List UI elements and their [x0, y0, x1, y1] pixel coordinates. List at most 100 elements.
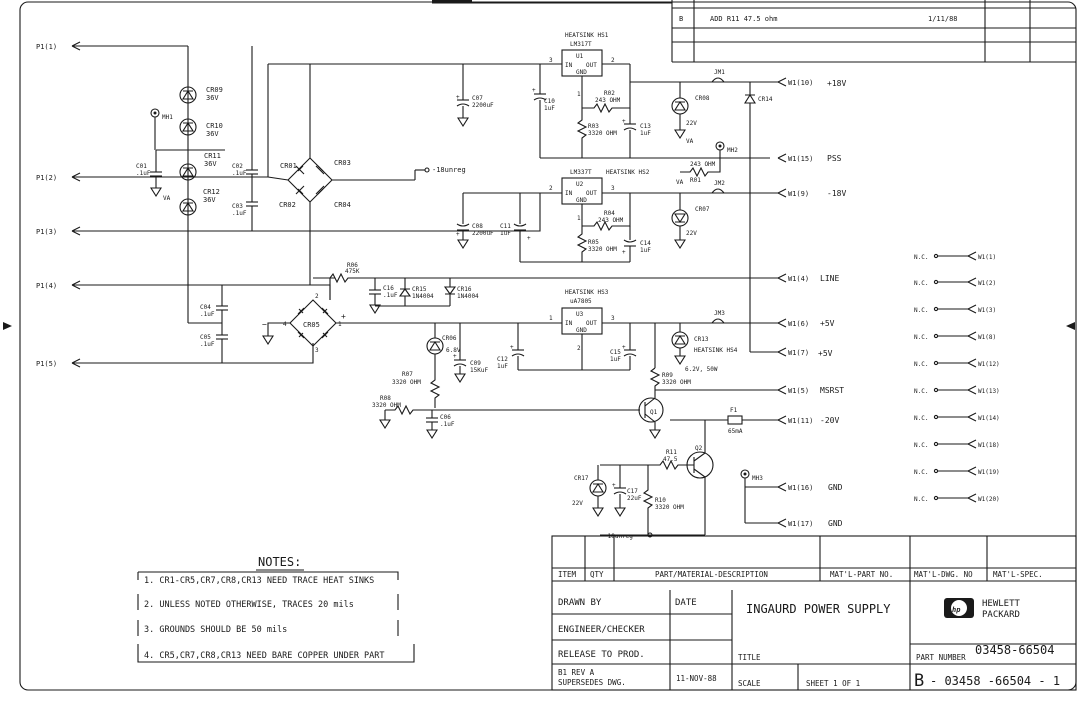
revision-description: ADD R11 47.5 ohm — [710, 15, 777, 23]
net-plus-5v-a: +5V — [820, 319, 835, 328]
label-u1-type: LM317T — [570, 41, 592, 48]
regulator-u2: LM337T HEATSINK HS2 U2 IN OUT GND 2 3 1 … — [463, 169, 778, 263]
pss-net: MH2 W1(15) PSS 243 OHM R01 VA — [676, 141, 842, 186]
label-cr11: CR11 — [204, 152, 221, 160]
pin-w1-11: W1(11) — [788, 417, 813, 425]
capacitor-c04-c05: C04 .1uF C05 .1uF — [187, 230, 228, 363]
pin-in-u2: IN — [565, 190, 573, 197]
svg-text:1: 1 — [577, 91, 581, 98]
label-r01: R01 — [690, 177, 701, 184]
label-mh3: MH3 — [752, 475, 763, 482]
nc-pin: N.C. W1(12) — [914, 358, 1000, 368]
value-c12: 1uF — [497, 363, 508, 370]
value-c14: 1uF — [640, 247, 651, 254]
svg-text:2: 2 — [549, 185, 553, 192]
label-u3-type: uA7805 — [570, 298, 592, 305]
nc-label: N.C. — [914, 415, 928, 422]
value-c13: 1uF — [640, 130, 651, 137]
label-c17: C17 — [627, 488, 638, 495]
value-r10: 3320 OHM — [655, 504, 684, 511]
nc-pin: N.C. W1(13) — [914, 385, 1000, 395]
label-r07: R07 — [402, 371, 413, 378]
drawing-title: INGAURD POWER SUPPLY — [746, 602, 891, 616]
value-f1: 65mA — [728, 428, 743, 435]
svg-text:+: + — [510, 344, 514, 351]
nc-label: N.C. — [914, 442, 928, 449]
regulator-u1: HEATSINK HS1 LM317T U1 IN OUT GND 3 2 1 … — [532, 32, 770, 159]
notes-block: NOTES: 1. CR1-CR5,CR7,CR8,CR13 NEED TRAC… — [137, 555, 415, 663]
label-c15: C15 — [610, 349, 621, 356]
label-cr17: CR17 — [574, 475, 589, 482]
nc-label: N.C. — [914, 469, 928, 476]
pin-w1-6: W1(6) — [788, 320, 809, 328]
label-q2: Q2 — [695, 445, 703, 452]
revision-date: 1/11/88 — [928, 15, 958, 23]
label-c11: C11 — [500, 223, 511, 230]
label-cr04: CR04 — [334, 201, 351, 209]
pin-out-u3: OUT — [586, 320, 597, 327]
drawing-size: B — [914, 671, 924, 691]
svg-text:2: 2 — [611, 57, 615, 64]
zener-cr12: CR12 36V — [179, 188, 220, 216]
label-u3: U3 — [576, 311, 584, 318]
label-cr06: CR06 — [442, 335, 457, 342]
label-cr03: CR03 — [334, 159, 351, 167]
value-c11: 1uF — [500, 230, 511, 237]
value-cr17: 22V — [572, 500, 583, 507]
company-packard: PACKARD — [982, 610, 1020, 620]
label-r08: R08 — [380, 395, 391, 402]
capacitor-c02-c03: C02 .1uF C03 .1uF — [232, 46, 258, 231]
value-r11: 47.5 — [663, 456, 678, 463]
label-c14: C14 — [640, 240, 651, 247]
label-f1: F1 — [730, 407, 738, 414]
pin-w1-7: W1(7) — [788, 349, 809, 357]
label-mh2: MH2 — [727, 147, 738, 154]
value-cr15: 1N4004 — [412, 293, 434, 300]
mounting-hole-mh3: MH3 — [740, 469, 763, 523]
label-c09: C09 — [470, 360, 481, 367]
net-plus-5v-b: +5V — [818, 349, 833, 358]
plus18v-output: VA CR08 22V JM1 W1(10) +18V — [671, 69, 846, 145]
svg-text:1: 1 — [577, 215, 581, 222]
header-matl-spec: MAT'L-SPEC. — [993, 570, 1043, 579]
pin-in-u1: IN — [565, 62, 573, 69]
transistor-q1: Q1 — [638, 390, 664, 440]
capacitor-c01: VA C01 .1uF — [136, 150, 171, 202]
pin-gnd-u3: GND — [576, 327, 587, 334]
zener-cr11: CR11 36V — [179, 152, 221, 181]
value-r03: 3320 OHM — [588, 130, 617, 137]
connector-p1-1: P1(1) — [36, 43, 57, 51]
pin-w1-17: W1(17) — [788, 520, 813, 528]
revision-letter: B — [679, 15, 683, 23]
svg-text:+: + — [612, 482, 616, 489]
net-gnd-1: GND — [828, 483, 843, 492]
value-cr09: 36V — [206, 94, 219, 102]
svg-text:+: + — [341, 312, 346, 321]
label-r03: R03 — [588, 123, 599, 130]
label-u1: U1 — [576, 53, 584, 60]
label-drawn-by: DRAWN BY — [558, 598, 602, 608]
connector-p1-4: P1(4) — [36, 282, 57, 290]
hp-logo-text: hp — [952, 606, 960, 614]
p1-connectors: P1(1) P1(2) P1(3) P1(4) P1(5) — [36, 41, 541, 368]
value-c09: 15KuF — [470, 367, 488, 374]
net-line: LINE — [820, 274, 839, 283]
label-heatsink-hs1: HEATSINK HS1 — [565, 32, 609, 39]
value-c01: .1uF — [136, 170, 151, 177]
label-b1-rev-a: B1 REV A — [558, 668, 595, 677]
label-r04: R04 — [604, 210, 615, 217]
note-1: 1. CR1-CR5,CR7,CR8,CR13 NEED TRACE HEAT … — [144, 576, 374, 586]
zener-cr10: CR10 36V — [179, 118, 223, 138]
svg-text:1: 1 — [549, 315, 553, 322]
pin-gnd-u2: GND — [576, 197, 587, 204]
label-title: TITLE — [738, 653, 761, 662]
regulator-u3: HEATSINK HS3 uA7805 U3 IN OUT GND 1 3 2 … — [497, 289, 778, 371]
reset-network: CR06 6.8V + C09 15KuF R07 3320 OHM R08 3… — [372, 323, 640, 440]
header-qty: QTY — [590, 570, 604, 579]
drawing-border — [3, 0, 1077, 691]
svg-text:3: 3 — [611, 315, 615, 322]
value-c05: .1uF — [200, 341, 215, 348]
nc-pin: N.C. W1(20) — [914, 493, 1000, 503]
title-block: ITEM QTY PART/MATERIAL-DESCRIPTION MAT'L… — [551, 535, 1077, 691]
pin-gnd-u1: GND — [576, 69, 587, 76]
